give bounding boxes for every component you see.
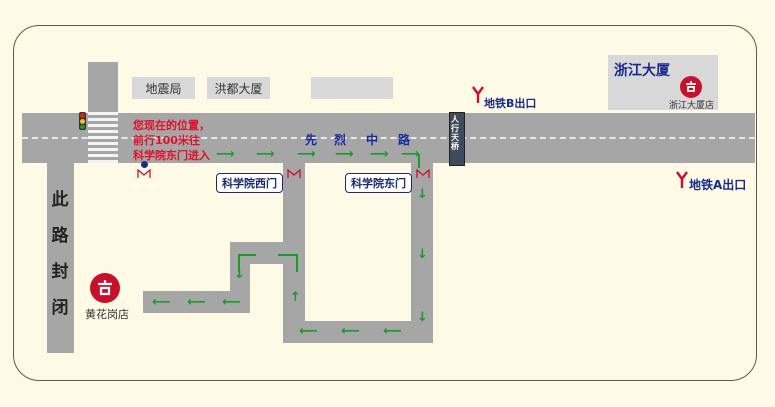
road-north-stub (88, 62, 118, 113)
notice-line-3: 科学院东门进入 (133, 149, 210, 162)
route-arrow: ⟵ (383, 324, 402, 339)
route-arrow: ⟵ (222, 295, 241, 310)
route-corner-line (278, 254, 296, 256)
route-arrow: ⟵ (187, 295, 206, 310)
gate-west-label: 科学院西门 (216, 173, 283, 193)
gate-east-marker-icon (416, 164, 430, 183)
closed-road-char-3: 封 (51, 262, 69, 282)
footbridge-label: 人行天桥 (451, 115, 459, 151)
route-corner-line (238, 254, 256, 256)
closed-road-char-1: 此 (51, 190, 69, 210)
route-corner-line (296, 254, 298, 272)
huanghuagang-store-logo-icon (90, 273, 120, 303)
metro-b-label: 地铁B出口 (484, 97, 537, 110)
route-arrow: ↓ (417, 247, 428, 262)
huanghuagang-store-label: 黄花岗店 (85, 308, 129, 321)
route-arrow: ↓ (417, 310, 428, 325)
building-zhejiang-label: 浙江大厦 (614, 63, 670, 79)
route-arrow: ⟶ (256, 147, 275, 162)
campus-road-bottom (283, 321, 433, 343)
zhejiang-store-label: 浙江大厦店 (669, 101, 715, 111)
building-seismo-bureau: 地震局 (132, 77, 195, 99)
route-arrow: ⟵ (341, 324, 360, 339)
location-dot-icon (141, 161, 148, 168)
route-corner-line (238, 254, 240, 272)
closed-road-char-4: 闭 (51, 298, 69, 318)
metro-a-icon (676, 171, 688, 193)
footbridge (449, 112, 465, 166)
zhejiang-store-logo-icon (680, 76, 702, 98)
traffic-light-icon (79, 112, 86, 130)
metro-b-icon (472, 86, 484, 108)
gate-east-label: 科学院东门 (345, 173, 412, 193)
campus-road-east-vertical (411, 163, 433, 343)
closed-road-char-2: 路 (51, 226, 69, 246)
notice-line-1: 您现在的位置， (133, 119, 210, 132)
route-arrow: ⟶ (297, 147, 316, 162)
campus-road-left-bottom (143, 291, 250, 313)
street-char-1: 先 (305, 133, 318, 147)
route-arrow: ⟶ (370, 147, 389, 162)
route-turn-line (418, 154, 420, 168)
route-arrow: ⟵ (152, 295, 171, 310)
gate-west-marker-icon (287, 164, 301, 183)
notice-line-2: 前行100米往 (133, 134, 200, 147)
street-char-2: 烈 (334, 133, 347, 147)
road-center-line (22, 137, 755, 139)
street-char-4: 路 (398, 133, 411, 147)
building-unnamed (311, 77, 393, 99)
route-arrow: ↓ (234, 267, 245, 282)
route-arrow: ↓ (417, 187, 428, 202)
route-arrow-turn: ⟶ (401, 147, 420, 162)
building-hongdu: 洪都大厦 (207, 77, 270, 99)
route-arrow: ⟶ (216, 147, 235, 162)
metro-a-label: 地铁A出口 (689, 178, 747, 192)
crosswalk (88, 110, 118, 163)
road-closed (47, 163, 74, 353)
route-arrow: ↑ (290, 290, 301, 305)
route-arrow: ⟶ (335, 147, 354, 162)
gate-marker-icon (137, 164, 151, 183)
route-arrow: ⟵ (299, 324, 318, 339)
street-char-3: 中 (366, 133, 379, 147)
